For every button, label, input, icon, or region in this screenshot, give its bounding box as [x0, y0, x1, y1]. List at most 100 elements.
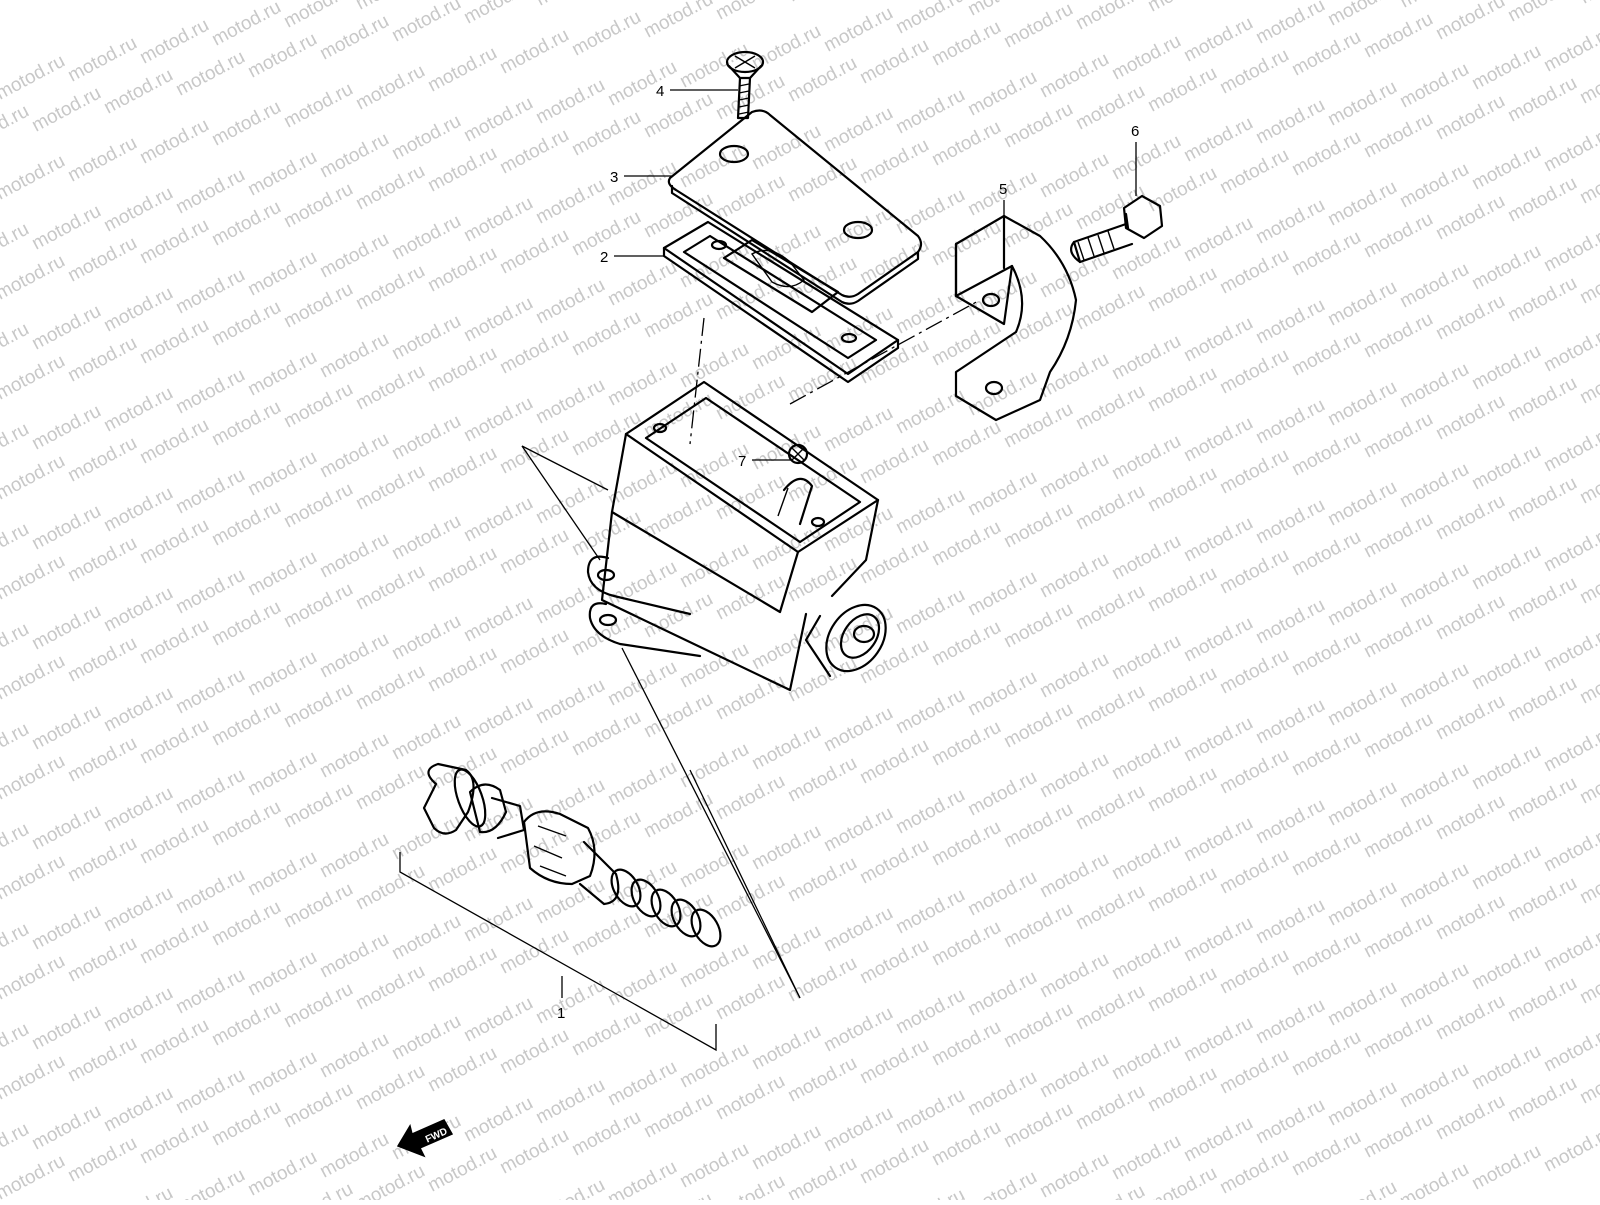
watermark-text: motod.ru [892, 85, 968, 139]
watermark-text: motod.ru [1108, 931, 1184, 985]
watermark-text: motod.ru [928, 717, 1004, 771]
watermark-text: motod.ru [28, 1001, 104, 1055]
watermark-text: motod.ru [928, 217, 1004, 271]
watermark-text: motod.ru [532, 75, 608, 129]
watermark-text: motod.ru [388, 711, 464, 765]
watermark-text: motod.ru [136, 615, 212, 669]
watermark-text: motod.ru [1252, 295, 1328, 349]
watermark-text: motod.ru [964, 567, 1040, 621]
watermark-text: motod.ru [244, 347, 320, 401]
watermark-text: motod.ru [1576, 955, 1600, 1009]
watermark-text: motod.ru [1072, 481, 1148, 535]
watermark-text: motod.ru [1324, 477, 1400, 531]
watermark-text: motod.ru [424, 43, 500, 97]
watermark-text: motod.ru [172, 965, 248, 1019]
watermark-text: motod.ru [892, 585, 968, 639]
watermark-text: motod.ru [208, 1097, 284, 1151]
watermark-text: motod.ru [820, 3, 896, 57]
watermark-text: motod.ru [1072, 0, 1148, 34]
watermark-text: motod.ru [928, 117, 1004, 171]
watermark-text: motod.ru [316, 529, 392, 583]
watermark-text: motod.ru [460, 893, 536, 947]
watermark-text: motod.ru [460, 493, 536, 547]
watermark-text: motod.ru [0, 919, 33, 973]
watermark-text: motod.ru [1000, 499, 1076, 553]
watermark-text: motod.ru [604, 1057, 680, 1111]
watermark-text: motod.ru [64, 1133, 140, 1187]
watermark-text: motod.ru [1036, 449, 1112, 503]
watermark-text: motod.ru [280, 179, 356, 233]
watermark-text: motod.ru [1432, 491, 1508, 545]
watermark-text: motod.ru [244, 1147, 320, 1200]
watermark-text: motod.ru [172, 665, 248, 719]
watermark-text: motod.ru [1108, 331, 1184, 385]
watermark-text: motod.ru [856, 935, 932, 989]
watermark-text: motod.ru [1108, 631, 1184, 685]
watermark-text: motod.ru [352, 361, 428, 415]
watermark-text: motod.ru [172, 47, 248, 101]
watermark-text: motod.ru [28, 83, 104, 137]
watermark-text: motod.ru [172, 1165, 248, 1200]
watermark-text: motod.ru [820, 803, 896, 857]
watermark-text: motod.ru [1468, 441, 1544, 495]
watermark-text: motod.ru [1108, 131, 1184, 185]
master-cylinder-body [586, 380, 887, 692]
watermark-text: motod.ru [748, 421, 824, 475]
watermark-text: motod.ru [1252, 495, 1328, 549]
watermark-text: motod.ru [1072, 981, 1148, 1035]
watermark-text: motod.ru [1576, 255, 1600, 309]
watermark-text: motod.ru [1216, 1145, 1292, 1199]
watermark-text: motod.ru [1432, 591, 1508, 645]
watermark-text: motod.ru [352, 61, 428, 115]
watermark-text: motod.ru [964, 667, 1040, 721]
watermark-text: motod.ru [1108, 231, 1184, 285]
watermark-text: motod.ru [856, 35, 932, 89]
watermark-text: motod.ru [1036, 949, 1112, 1003]
watermark-text: motod.ru [0, 219, 33, 273]
watermark-text: motod.ru [280, 979, 356, 1033]
watermark-text: motod.ru [856, 535, 932, 589]
watermark-text: motod.ru [1540, 323, 1600, 377]
watermark-text: motod.ru [1000, 899, 1076, 953]
watermark-text: motod.ru [136, 1015, 212, 1069]
watermark-text: motod.ru [856, 1035, 932, 1089]
watermark-text: motod.ru [460, 293, 536, 347]
watermark-text: motod.ru [712, 371, 788, 425]
watermark-text: motod.ru [100, 583, 176, 637]
watermark-text: motod.ru [1324, 0, 1400, 30]
watermark-text: motod.ru [424, 943, 500, 997]
watermark-text: motod.ru [1072, 781, 1148, 835]
watermark-text: motod.ru [388, 111, 464, 165]
watermark-text: motod.ru [0, 951, 69, 1005]
watermark-text: motod.ru [820, 1003, 896, 1057]
watermark-text: motod.ru [640, 0, 716, 42]
watermark-text: motod.ru [1072, 581, 1148, 635]
watermark-text: motod.ru [1504, 873, 1580, 927]
callout-leaders [561, 89, 1137, 998]
watermark-text: motod.ru [1180, 13, 1256, 67]
watermark-text: motod.ru [784, 0, 860, 6]
watermark-text: motod.ru [1216, 445, 1292, 499]
watermark-text: motod.ru [1180, 413, 1256, 467]
watermark-text: motod.ru [1072, 1081, 1148, 1135]
watermark-text: motod.ru [316, 829, 392, 883]
watermark-text: motod.ru [100, 383, 176, 437]
watermark-text: motod.ru [352, 1161, 428, 1200]
watermark-text: motod.ru [352, 161, 428, 215]
watermark-text: motod.ru [460, 393, 536, 447]
watermark-text: motod.ru [964, 1067, 1040, 1121]
watermark-text: motod.ru [1324, 1077, 1400, 1131]
watermark-text: motod.ru [1180, 1013, 1256, 1067]
watermark-text: motod.ru [136, 515, 212, 569]
watermark-text: motod.ru [352, 561, 428, 615]
watermark-text: motod.ru [928, 517, 1004, 571]
watermark-text: motod.ru [1360, 9, 1436, 63]
watermark-text: motod.ru [1288, 327, 1364, 381]
watermark-text: motod.ru [1504, 73, 1580, 127]
watermark-text: motod.ru [1468, 841, 1544, 895]
watermark-text: motod.ru [496, 525, 572, 579]
watermark-text: motod.ru [280, 779, 356, 833]
watermark-text: motod.ru [1036, 1149, 1112, 1200]
watermark-text: motod.ru [1252, 895, 1328, 949]
watermark-text: motod.ru [640, 989, 716, 1043]
